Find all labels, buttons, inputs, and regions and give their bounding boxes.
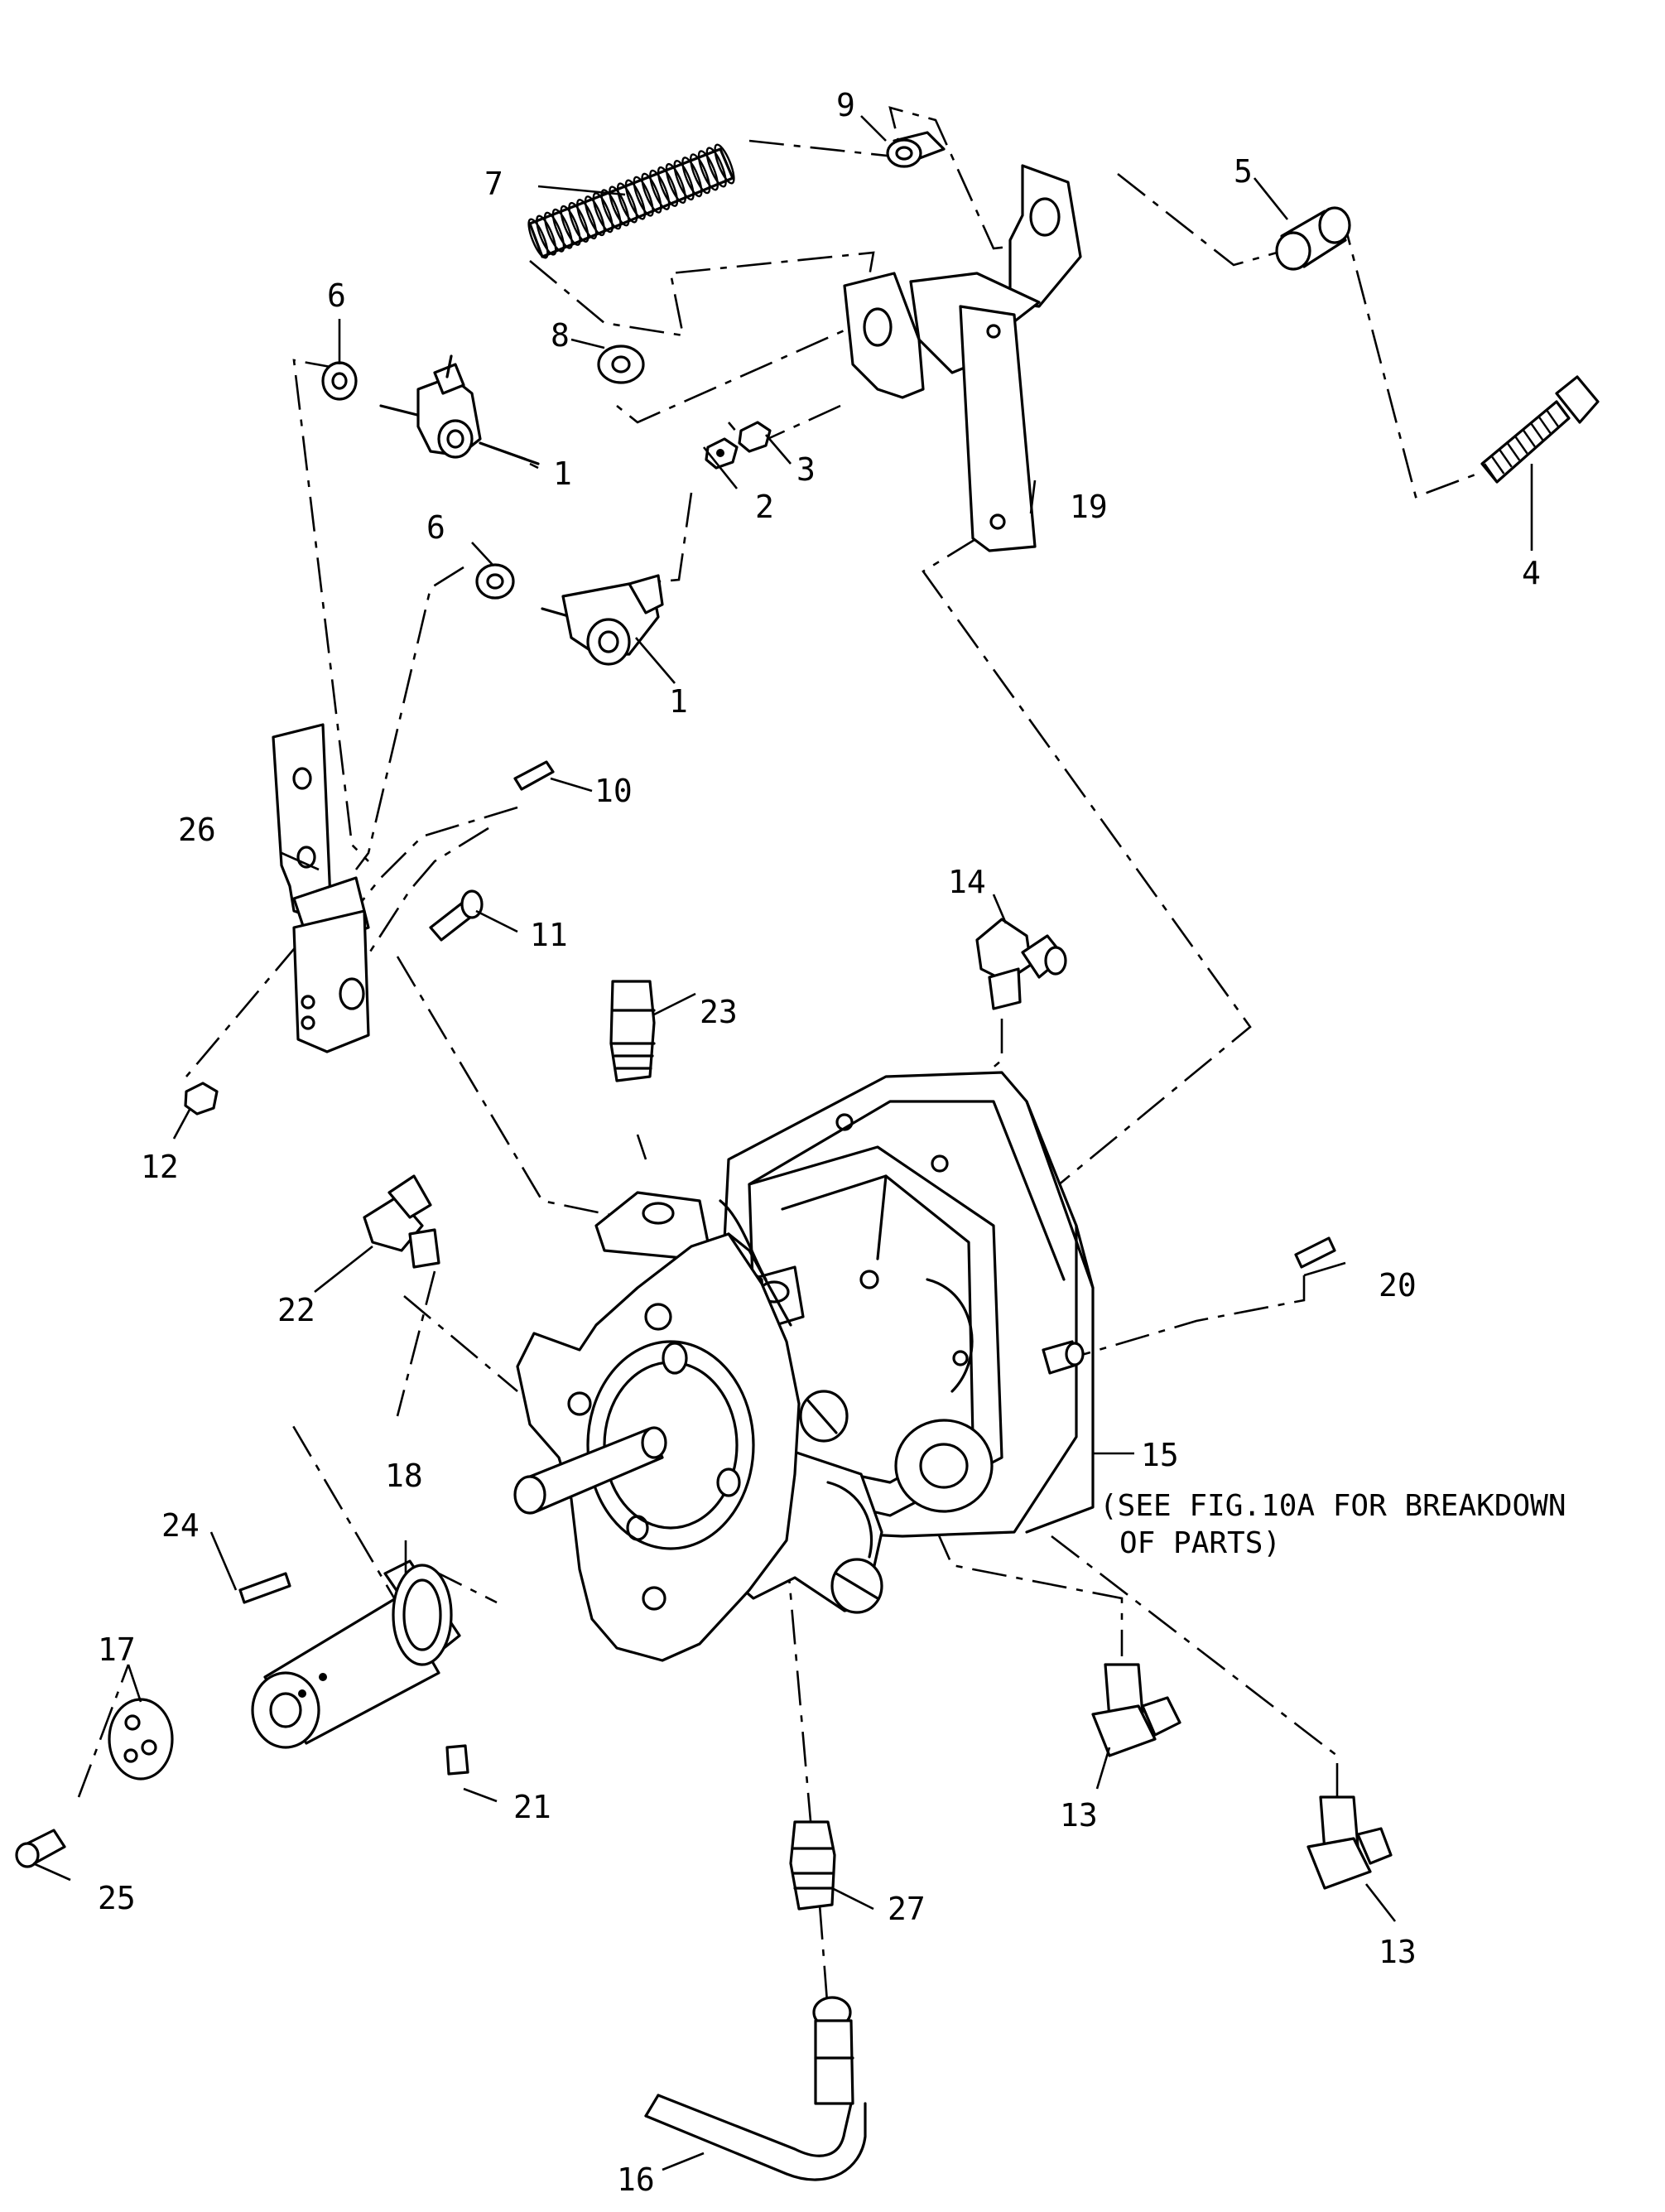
pin-9 xyxy=(886,131,946,168)
nut-3 xyxy=(738,421,772,453)
elbow-fitting-13-b xyxy=(1306,1795,1393,1890)
callout-26: 26 xyxy=(178,812,216,848)
bolt-4 xyxy=(1480,375,1600,484)
plate-26 xyxy=(272,723,370,1053)
pump-housing xyxy=(594,1071,1095,1614)
bushing-5 xyxy=(1275,206,1351,271)
callout-6-bottom: 6 xyxy=(426,509,445,546)
callout-15: 15 xyxy=(1141,1437,1179,1473)
leader-lines xyxy=(32,115,1533,2171)
washer-8 xyxy=(597,345,645,384)
callout-16: 16 xyxy=(617,2161,655,2198)
pin-10 xyxy=(513,760,555,791)
nut-2 xyxy=(705,437,739,470)
callout-8: 8 xyxy=(551,317,570,354)
callout-10: 10 xyxy=(594,773,633,809)
callout-21: 21 xyxy=(513,1789,551,1825)
callouts: 1 1 2 3 4 5 6 6 7 8 9 10 11 12 13 13 13 … xyxy=(98,87,1541,2198)
note-line-2: OF PARTS) xyxy=(1119,1526,1281,1560)
callout-3: 3 xyxy=(796,451,816,488)
washer-6-bottom xyxy=(475,563,515,600)
callout-11: 11 xyxy=(530,917,568,953)
callout-4: 4 xyxy=(1522,555,1541,591)
callout-12: 12 xyxy=(141,1149,179,1185)
disc-17 xyxy=(108,1698,174,1781)
callout-7: 7 xyxy=(484,166,503,202)
elbow-fitting-14 xyxy=(975,918,1067,1010)
callout-17: 17 xyxy=(98,1631,136,1668)
lever-1-top xyxy=(379,354,540,465)
callout-27: 27 xyxy=(888,1891,926,1927)
callout-5: 5 xyxy=(1234,153,1253,190)
note-line-1: (SEE FIG.10A FOR BREAKDOWN xyxy=(1100,1489,1566,1523)
screw-25 xyxy=(15,1829,66,1868)
callout-24: 24 xyxy=(161,1507,200,1544)
pin-24 xyxy=(238,1572,291,1604)
tube-16 xyxy=(644,1996,867,2181)
pin-20 xyxy=(1294,1236,1336,1269)
callout-6-top: 6 xyxy=(327,277,346,314)
coupling-18 xyxy=(251,1559,461,1749)
bracket-19 xyxy=(843,164,1082,552)
fitting-23 xyxy=(609,980,656,1082)
callout-1-top: 1 xyxy=(553,455,572,492)
callout-22: 22 xyxy=(277,1292,315,1328)
callout-20: 20 xyxy=(1379,1267,1417,1304)
callout-18: 18 xyxy=(385,1458,423,1494)
callout-9: 9 xyxy=(836,87,855,123)
set-screw-21 xyxy=(445,1744,469,1776)
callout-1-bottom: 1 xyxy=(669,683,688,720)
figure-note: (SEE FIG.10A FOR BREAKDOWN OF PARTS) xyxy=(1100,1489,1566,1560)
callout-14: 14 xyxy=(948,864,986,900)
callout-13-b: 13 xyxy=(1379,1934,1417,1970)
bolt-11 xyxy=(429,889,484,942)
callout-13-a: 13 xyxy=(1060,1797,1098,1834)
callout-23: 23 xyxy=(700,994,738,1030)
housing-pin xyxy=(1042,1340,1085,1375)
callout-19: 19 xyxy=(1070,489,1108,525)
callout-2: 2 xyxy=(755,489,774,525)
callout-25: 25 xyxy=(98,1880,136,1916)
washer-6-top xyxy=(321,361,358,401)
nut-12 xyxy=(184,1082,219,1116)
lever-1-bottom xyxy=(541,574,664,666)
fitting-27 xyxy=(789,1820,836,1911)
front-flange xyxy=(513,1232,801,1662)
elbow-fitting-13-a xyxy=(1091,1663,1181,1757)
elbow-fitting-22 xyxy=(363,1174,440,1269)
spring-7 xyxy=(527,143,735,259)
